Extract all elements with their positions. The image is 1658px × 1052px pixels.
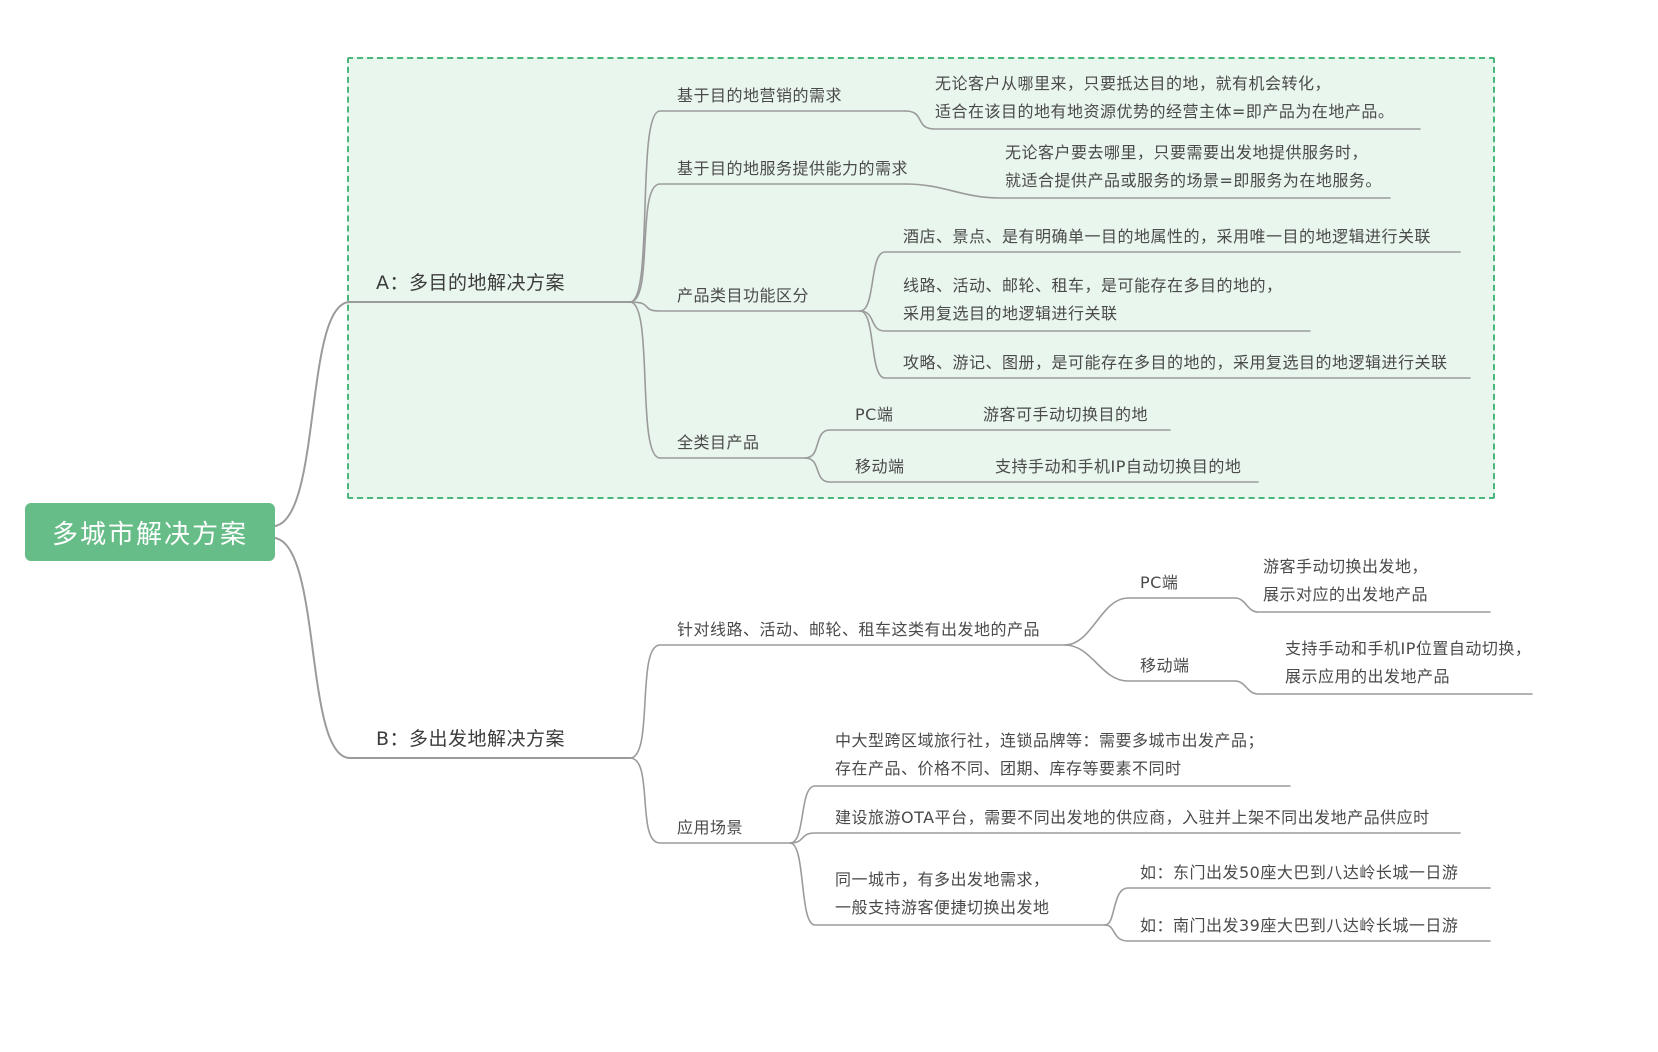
connector-b-departure-products — [629, 644, 1066, 759]
desc-destination-marketing[interactable]: 无论客户从哪里来，只要抵达目的地，就有机会转化， 适合在该目的地有地资源优势的经… — [935, 74, 1395, 121]
connector-all-category-pc — [804, 429, 1171, 459]
connector-root-branch-b — [274, 537, 631, 759]
connector-root-branch-a — [274, 301, 631, 527]
desc-a-mobile[interactable]: 支持手动和手机IP自动切换目的地 — [995, 457, 1242, 476]
connector-service-need-desc — [904, 183, 1391, 199]
connector-departure-pc — [1064, 597, 1236, 646]
connector-example-east-gate — [1104, 887, 1491, 926]
branch-b-label[interactable]: B：多出发地解决方案 — [376, 728, 566, 750]
node-b-pc[interactable]: PC端 — [1140, 573, 1179, 592]
node-same-city-scenario[interactable]: 同一城市，有多出发地需求， 一般支持游客便捷切换出发地 — [835, 870, 1050, 917]
connector-marketing-need-desc — [904, 110, 1421, 130]
connector-category-hotel — [859, 251, 1461, 312]
desc-b-pc[interactable]: 游客手动切换出发地， 展示对应的出发地产品 — [1263, 557, 1429, 604]
node-ota-platform-scenario[interactable]: 建设旅游OTA平台，需要不同出发地的供应商，入驻并上架不同出发地产品供应时 — [835, 808, 1430, 827]
desc-b-mobile[interactable]: 支持手动和手机IP位置自动切换， 展示应用的出发地产品 — [1285, 639, 1532, 686]
connector-b-scenarios — [629, 757, 791, 844]
node-all-category-product[interactable]: 全类目产品 — [677, 433, 760, 452]
node-departure-products[interactable]: 针对线路、活动、邮轮、租车这类有出发地的产品 — [677, 620, 1041, 639]
connector-category-route — [859, 310, 1311, 332]
node-application-scenarios[interactable]: 应用场景 — [677, 818, 744, 837]
node-a-mobile[interactable]: 移动端 — [855, 457, 905, 476]
connector-scenario-agency — [789, 785, 1291, 844]
node-example-south-gate[interactable]: 如：南门出发39座大巴到八达岭长城一日游 — [1140, 916, 1459, 935]
node-b-mobile[interactable]: 移动端 — [1140, 656, 1190, 675]
node-hotel-poi-single-destination[interactable]: 酒店、景点、是有明确单一目的地属性的，采用唯一目的地逻辑进行关联 — [903, 227, 1432, 246]
node-guide-travelogue-multi-destination[interactable]: 攻略、游记、图册，是可能存在多目的地的，采用复选目的地逻辑进行关联 — [903, 353, 1448, 372]
node-example-east-gate[interactable]: 如：东门出发50座大巴到八达岭长城一日游 — [1140, 863, 1459, 882]
connector-a-category-function — [629, 301, 861, 312]
connector-departure-mobile — [1064, 644, 1236, 682]
branch-a-label[interactable]: A：多目的地解决方案 — [376, 272, 565, 294]
connector-departure-pc-desc — [1234, 597, 1491, 613]
node-a-pc[interactable]: PC端 — [855, 405, 894, 424]
connector-example-south-gate — [1104, 924, 1491, 942]
connector-category-guide — [859, 310, 1471, 379]
node-destination-service-need[interactable]: 基于目的地服务提供能力的需求 — [677, 159, 909, 178]
connector-all-category-mobile — [804, 457, 1259, 483]
node-product-category-function[interactable]: 产品类目功能区分 — [677, 286, 810, 305]
root-node[interactable]: 多城市解决方案 — [25, 503, 275, 561]
desc-destination-service[interactable]: 无论客户要去哪里，只要需要出发地提供服务时， 就适合提供产品或服务的场景=即服务… — [1005, 143, 1382, 190]
branch-a-boundary-box — [347, 57, 1495, 499]
node-travel-agency-scenario[interactable]: 中大型跨区域旅行社，连锁品牌等：需要多城市出发产品； 存在产品、价格不同、团期、… — [835, 731, 1265, 778]
node-destination-marketing-need[interactable]: 基于目的地营销的需求 — [677, 86, 843, 105]
connector-departure-mobile-desc — [1234, 680, 1533, 695]
connector-scenario-same-city — [789, 842, 1106, 926]
node-route-activity-multi-destination[interactable]: 线路、活动、邮轮、租车，是可能存在多目的地的， 采用复选目的地逻辑进行关联 — [903, 276, 1283, 323]
connector-a-all-category — [629, 301, 806, 459]
connector-a-service-need — [629, 183, 906, 303]
connector-scenario-ota — [789, 832, 1461, 844]
desc-a-pc[interactable]: 游客可手动切换目的地 — [983, 405, 1149, 424]
connector-a-marketing-need — [629, 110, 906, 303]
